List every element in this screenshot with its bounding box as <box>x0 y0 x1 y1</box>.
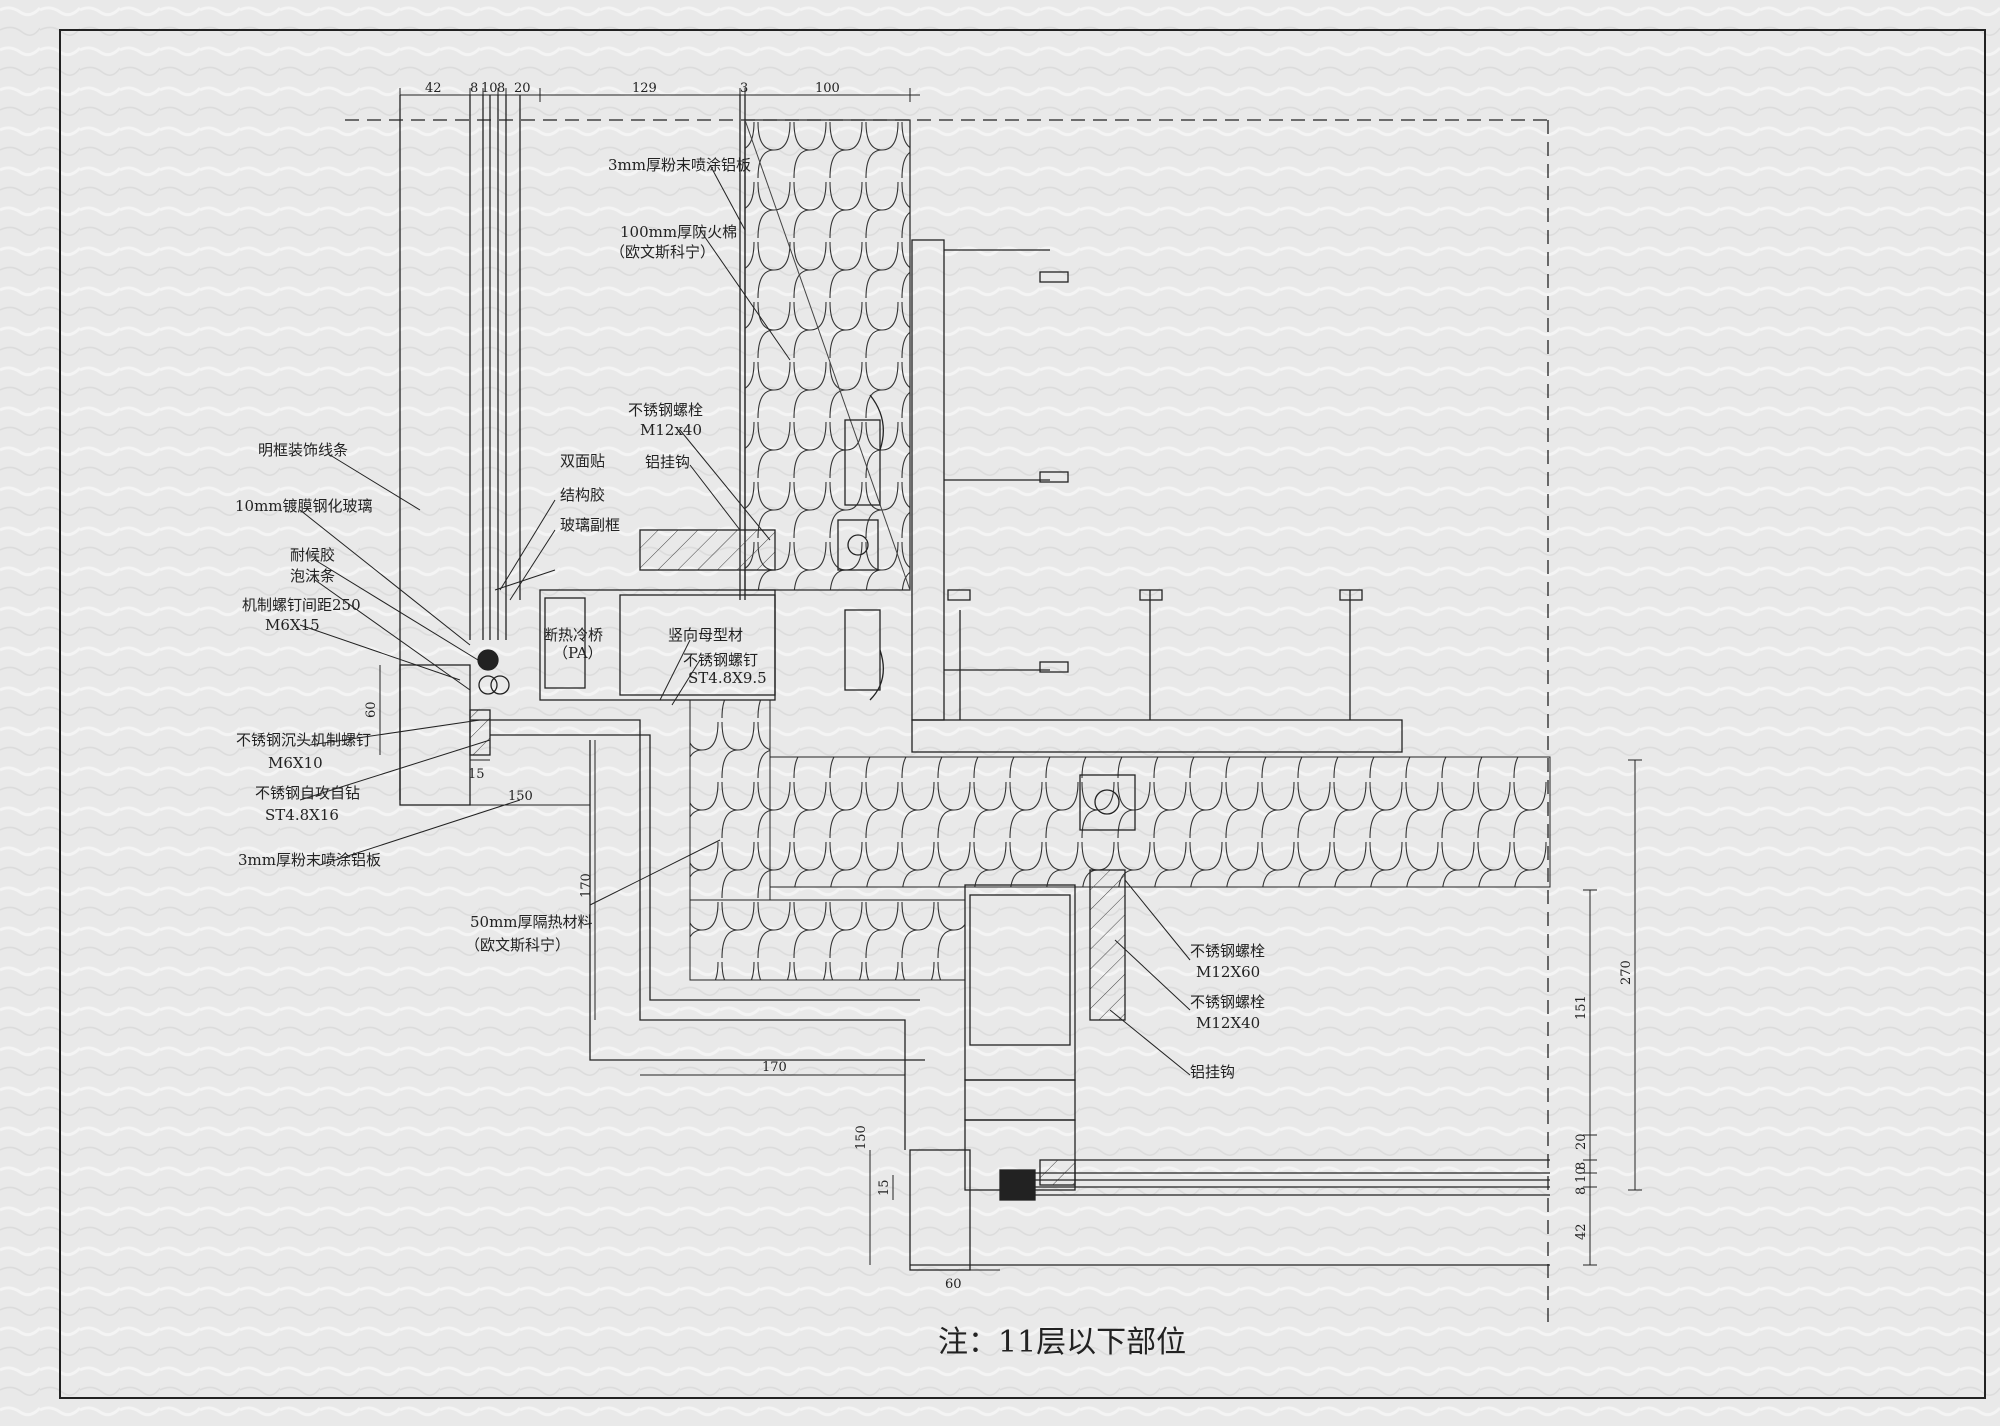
label-ss-bolt-m12x60-1: 不锈钢螺栓 <box>1190 942 1265 960</box>
label-alu-hook-bottom: 铝挂钩 <box>1190 1063 1235 1081</box>
dim-top-10: 10 <box>481 81 498 96</box>
label-ss-bolt-top-1: 不锈钢螺栓 <box>628 401 703 419</box>
insulation-blocks <box>689 699 1551 981</box>
right-dimension-chain <box>1583 759 1642 1266</box>
steel-embedment <box>911 239 1403 753</box>
dim-left-15: 15 <box>468 767 485 782</box>
leader-lines <box>299 164 1191 1076</box>
lower-bracket-assembly <box>909 774 1136 1271</box>
label-alu-hook-top: 铝挂钩 <box>645 453 690 471</box>
dim-right-42: 42 <box>1574 1223 1589 1240</box>
left-dimension-lines <box>379 665 1000 1271</box>
label-foam-rod: 泡沫条 <box>290 567 335 585</box>
label-insulation-1: 50mm厚隔热材料 <box>470 913 593 931</box>
dim-horiz-170: 170 <box>762 1060 787 1075</box>
label-self-tapping-1: 不锈钢自攻自钻 <box>255 784 360 802</box>
label-aluminum-panel-top: 3mm厚粉末喷涂铝板 <box>608 156 751 174</box>
label-self-tapping-2: ST4.8X16 <box>265 806 339 824</box>
dim-right-8b: 8 <box>1574 1187 1589 1195</box>
dim-right-8a: 8 <box>1574 1162 1589 1170</box>
upper-bracket-assembly <box>639 394 884 701</box>
dim-vert-150: 150 <box>854 1125 869 1150</box>
dim-top-42: 42 <box>425 81 442 96</box>
dim-bottom-60: 60 <box>945 1277 962 1292</box>
drawing-border <box>59 29 1986 1399</box>
dim-right-270: 270 <box>1619 960 1634 985</box>
dim-top-100: 100 <box>815 81 840 96</box>
label-thermal-break-1: 断热冷桥 <box>543 626 603 644</box>
label-machine-screw-2: M6X15 <box>265 616 320 634</box>
label-weather-sealant: 耐候胶 <box>290 546 335 564</box>
label-ss-bolt-m12x60-2: M12X60 <box>1196 963 1260 981</box>
fire-wool-vertical <box>744 119 911 591</box>
dim-top-3: 3 <box>740 81 748 96</box>
dim-top-8b: 8 <box>497 81 505 96</box>
label-open-frame-trim: 明框装饰线条 <box>258 441 348 459</box>
label-fire-wool-1: 100mm厚防火棉 <box>620 223 737 241</box>
label-ss-bolt-m12x40-1: 不锈钢螺栓 <box>1190 993 1265 1011</box>
dim-vert-170: 170 <box>579 873 594 898</box>
label-double-tape: 双面贴 <box>560 452 605 470</box>
dim-lower-15: 15 <box>877 1179 892 1196</box>
dim-left-150: 150 <box>508 789 533 804</box>
label-ss-bolt-top-2: M12x40 <box>640 421 702 439</box>
lower-glass-unit <box>910 1159 1550 1266</box>
label-ss-screw-1: 不锈钢螺钉 <box>683 651 758 669</box>
dim-right-20: 20 <box>1574 1133 1589 1150</box>
label-glass-subframe: 玻璃副框 <box>560 516 620 534</box>
top-dimension-chain <box>399 88 920 102</box>
dim-right-151: 151 <box>1574 995 1589 1020</box>
dim-left-60: 60 <box>364 701 379 718</box>
dim-top-8a: 8 <box>470 81 478 96</box>
dim-top-129: 129 <box>632 81 657 96</box>
label-thermal-break-2: （PA） <box>553 644 603 662</box>
label-ss-bolt-m12x40-2: M12X40 <box>1196 1014 1260 1032</box>
label-machine-screw-1: 机制螺钉间距250 <box>242 596 361 614</box>
label-insulation-2: （欧文斯科宁） <box>465 936 570 954</box>
label-structural-sealant: 结构胶 <box>560 486 605 504</box>
dim-top-20: 20 <box>514 81 531 96</box>
dim-right-10: 10 <box>1574 1166 1589 1183</box>
label-fire-wool-2: （欧文斯科宁） <box>610 243 715 261</box>
drawing-note: 注：11层以下部位 <box>938 1325 1186 1360</box>
label-ss-screw-2: ST4.8X9.5 <box>688 669 767 687</box>
label-countersunk-2: M6X10 <box>268 754 323 772</box>
label-mullion: 竖向母型材 <box>668 626 743 644</box>
label-glass-10mm: 10mm镀膜钢化玻璃 <box>235 497 373 515</box>
label-aluminum-panel-bottom: 3mm厚粉末喷涂铝板 <box>238 851 381 869</box>
label-countersunk-1: 不锈钢沉头机制螺钉 <box>236 731 371 749</box>
